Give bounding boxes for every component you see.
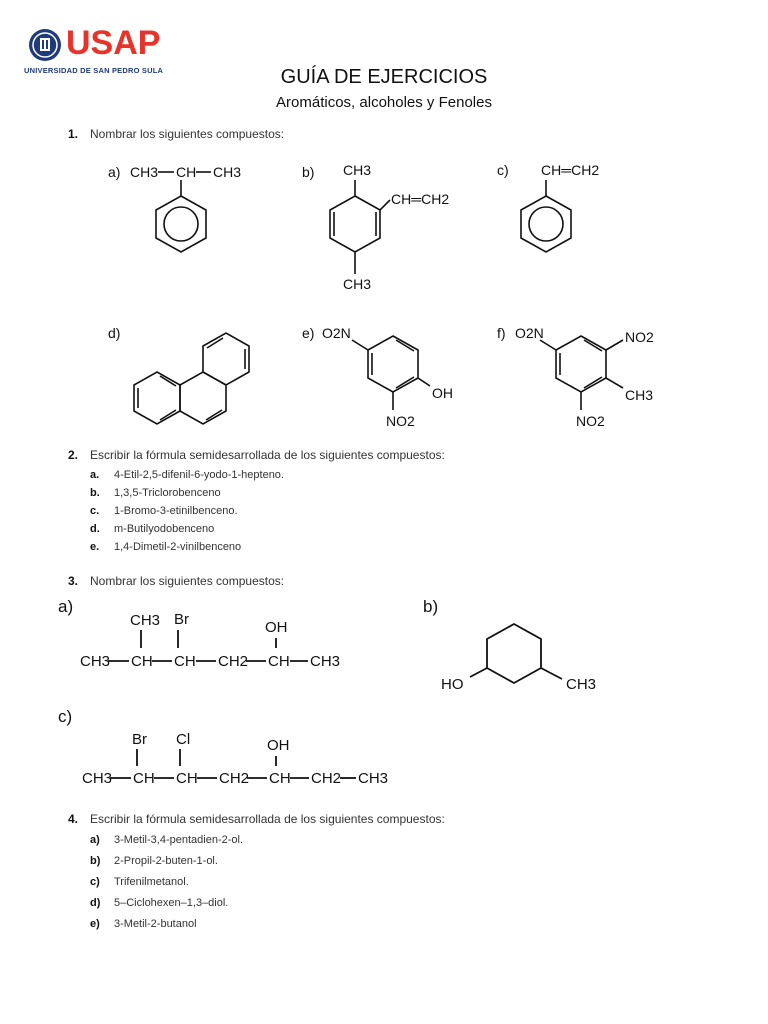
q1f-ch3: CH3 bbox=[625, 387, 653, 403]
list-item: e)3-Metil-2-butanol bbox=[90, 918, 197, 930]
q3a-chain-3: CH2 bbox=[218, 653, 248, 670]
q3b-ho: HO bbox=[441, 676, 464, 693]
list-item: c)Trifenilmetanol. bbox=[90, 876, 189, 888]
question-1-structures: a) CH3 CH CH3 b) CH3 CH═CH2 CH3 c) CH═CH… bbox=[108, 162, 654, 429]
q1b-vinyl: CH═CH2 bbox=[391, 191, 449, 207]
q1-label-a: a) bbox=[108, 164, 120, 180]
q1e-no2: NO2 bbox=[386, 413, 415, 429]
q1c-vinyl: CH═CH2 bbox=[541, 162, 599, 178]
q1-label-b: b) bbox=[302, 164, 314, 180]
q3a-chain-4: CH bbox=[268, 653, 290, 670]
q1f-no2-bottom: NO2 bbox=[576, 413, 605, 429]
q3a-oh: OH bbox=[265, 619, 288, 636]
question-4-number: 4. bbox=[68, 812, 79, 826]
q1-label-e: e) bbox=[302, 325, 314, 341]
question-3-number: 3. bbox=[68, 574, 79, 588]
question-1-prompt: Nombrar los siguientes compuestos: bbox=[90, 127, 285, 141]
q1f-no2-right: NO2 bbox=[625, 329, 654, 345]
q3c-oh: OH bbox=[267, 737, 290, 754]
page-subtitle: Aromáticos, alcoholes y Fenoles bbox=[276, 94, 492, 111]
q3-label-a: a) bbox=[58, 597, 73, 616]
q3c-br: Br bbox=[132, 731, 147, 748]
q1-label-d: d) bbox=[108, 325, 120, 341]
q3-label-b: b) bbox=[423, 597, 438, 616]
list-item: a.4-Etil-2,5-difenil-6-yodo-1-hepteno. bbox=[90, 469, 284, 481]
page-title: GUÍA DE EJERCICIOS bbox=[280, 66, 488, 88]
q3c-chain-2: CH bbox=[176, 770, 198, 787]
q3c-chain-1: CH bbox=[133, 770, 155, 787]
question-2-prompt: Escribir la fórmula semidesarrollada de … bbox=[90, 448, 445, 462]
q3c-chain-6: CH3 bbox=[358, 770, 388, 787]
question-4-prompt: Escribir la fórmula semidesarrollada de … bbox=[90, 812, 445, 826]
q1e-oh: OH bbox=[432, 385, 453, 401]
list-item: d.m-Butilyodobenceno bbox=[90, 523, 215, 535]
q1f-o2n-left: O2N bbox=[515, 325, 544, 341]
q3a-chain-2: CH bbox=[174, 653, 196, 670]
q3a-chain-5: CH3 bbox=[310, 653, 340, 670]
logo-subtext: UNIVERSIDAD DE SAN PEDRO SULA bbox=[24, 66, 164, 75]
logo-text: USAP bbox=[66, 24, 161, 62]
question-4-list: a)3-Metil-3,4-pentadien-2-ol. b)2-Propil… bbox=[90, 830, 243, 935]
list-item: b)2-Propil-2-buten-1-ol. bbox=[90, 855, 218, 867]
q1-label-c: c) bbox=[497, 162, 509, 178]
question-3-structures: a) CH3 Br OH CH3 CH CH CH2 CH CH3 b) HO … bbox=[58, 597, 596, 787]
q3c-chain-5: CH2 bbox=[311, 770, 341, 787]
q1-label-f: f) bbox=[497, 325, 506, 341]
q3c-cl: Cl bbox=[176, 731, 190, 748]
q3a-ch3: CH3 bbox=[130, 612, 160, 629]
list-item: e.1,4-Dimetil-2-vinilbenceno bbox=[90, 541, 242, 553]
q3a-chain-0: CH3 bbox=[80, 653, 110, 670]
university-seal-icon bbox=[29, 29, 61, 61]
q1b-ch3-bottom: CH3 bbox=[343, 276, 371, 292]
q1b-ch3-top: CH3 bbox=[343, 162, 371, 178]
list-item: c.1-Bromo-3-etinilbenceno. bbox=[90, 505, 238, 517]
question-2-number: 2. bbox=[68, 448, 79, 462]
q1a-ch: CH bbox=[176, 164, 196, 180]
question-3-prompt: Nombrar los siguientes compuestos: bbox=[90, 574, 285, 588]
q1a-ch3-right: CH3 bbox=[213, 164, 241, 180]
q3c-chain-3: CH2 bbox=[219, 770, 249, 787]
q1e-o2n: O2N bbox=[322, 325, 351, 341]
q3b-ch3: CH3 bbox=[566, 676, 596, 693]
q3a-chain-1: CH bbox=[131, 653, 153, 670]
q3a-br: Br bbox=[174, 611, 189, 628]
q3c-chain-4: CH bbox=[269, 770, 291, 787]
list-item: d)5–Ciclohexen–1,3–diol. bbox=[90, 897, 229, 909]
list-item: a)3-Metil-3,4-pentadien-2-ol. bbox=[90, 834, 244, 846]
list-item: b.1,3,5-Triclorobenceno bbox=[90, 487, 221, 499]
q3-label-c: c) bbox=[58, 707, 72, 726]
q3c-chain-0: CH3 bbox=[82, 770, 112, 787]
question-2-list: a.4-Etil-2,5-difenil-6-yodo-1-hepteno. b… bbox=[90, 465, 284, 555]
question-1-number: 1. bbox=[68, 127, 79, 141]
q1a-ch3-left: CH3 bbox=[130, 164, 158, 180]
